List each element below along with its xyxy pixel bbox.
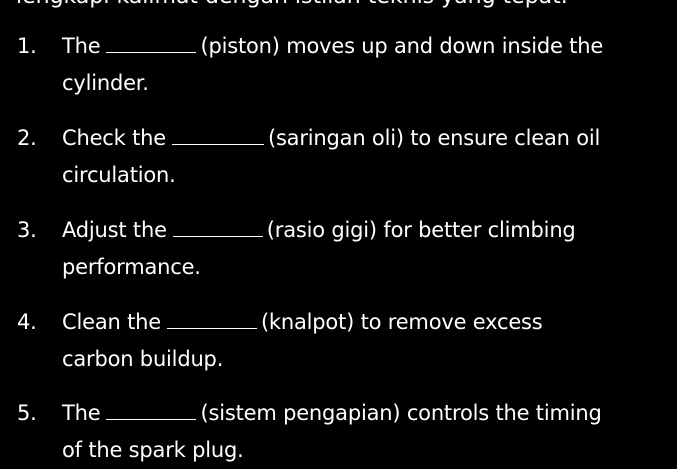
item-number: 2. xyxy=(17,126,37,150)
fill-in-blank[interactable] xyxy=(166,308,257,329)
item-text-before-blank: Clean the xyxy=(62,310,161,334)
item-text-after-blank: (saringan oli) to ensure clean oil xyxy=(267,126,601,150)
item-text-before-blank: Check the xyxy=(62,126,166,150)
item-text-second-line: cylinder. xyxy=(62,71,149,95)
item-text-after-blank: (rasio gigi) for better climbing xyxy=(266,218,576,242)
item-text: Adjust the (rasio gigi) for better climbi… xyxy=(62,212,672,286)
item-text: Clean the (knalpot) to remove excess carb… xyxy=(62,304,672,378)
item-text-before-blank: The xyxy=(62,34,101,58)
item-text-second-line: performance. xyxy=(62,255,201,279)
fill-in-blank[interactable] xyxy=(172,216,263,237)
item-text-after-blank: (piston) moves up and down inside the xyxy=(200,34,604,58)
item-number: 4. xyxy=(17,310,37,334)
item-text-before-blank: Adjust the xyxy=(62,218,167,242)
fill-in-blank[interactable] xyxy=(106,32,197,53)
item-text: The (piston) moves up and down inside the… xyxy=(62,28,672,102)
item-text: Check the (saringan oli) to ensure clean … xyxy=(62,120,672,194)
item-text-second-line: carbon buildup. xyxy=(62,347,224,371)
item-text-after-blank: (knalpot) to remove excess xyxy=(260,310,543,334)
item-text-before-blank: The xyxy=(62,401,101,425)
item-text-second-line: of the spark plug. xyxy=(62,438,244,462)
item-text-after-blank: (sistem pengapian) controls the timing xyxy=(200,401,602,425)
fill-in-blank[interactable] xyxy=(171,124,264,145)
fill-in-blank[interactable] xyxy=(106,399,197,420)
item-text-second-line: circulation. xyxy=(62,163,176,187)
item-number: 1. xyxy=(17,34,37,58)
cut-off-instruction-text: lengkapi kalimat dengan istilah teknis y… xyxy=(16,0,568,10)
item-text: The (sistem pengapian) controls the timin… xyxy=(62,395,672,469)
item-number: 3. xyxy=(17,218,37,242)
item-number: 5. xyxy=(17,401,37,425)
